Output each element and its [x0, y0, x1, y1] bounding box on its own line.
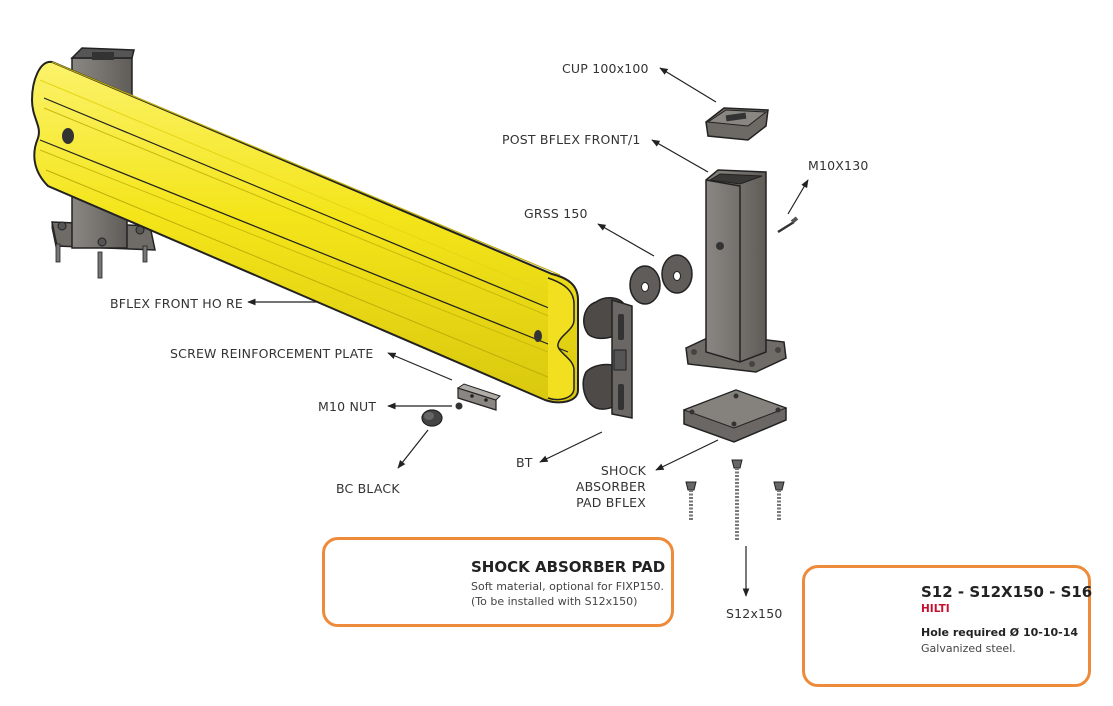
m10-nut	[455, 402, 463, 410]
m10x130-bolt	[777, 216, 799, 234]
callout-bolt-title: S12 - S12X150 - S16	[921, 583, 1093, 601]
callout-pad-title: SHOCK ABSORBER PAD	[471, 558, 666, 576]
cup-cap	[705, 107, 769, 141]
label-bflex: BFLEX FRONT HO RE	[110, 296, 244, 311]
leader-arrows	[247, 67, 809, 597]
label-post: POST BFLEX FRONT/1	[502, 132, 641, 147]
label-m10x130: M10X130	[808, 158, 869, 173]
bc-black-cap	[421, 409, 443, 427]
callout-pad-line-1: Soft material, optional for FIXP150.	[471, 580, 665, 593]
label-shock-absorber-pad: SHOCK ABSORBER PAD BFLEX	[560, 463, 646, 511]
callout-bolt-material: Galvanized steel.	[921, 642, 1016, 655]
callout-anchor-bolt: S12 - S12X150 - S16 HILTI Hole required …	[802, 565, 1093, 687]
callout-shock-absorber-pad: SHOCK ABSORBER PAD Soft material, option…	[322, 537, 674, 627]
grss-washers	[629, 254, 693, 305]
label-grss: GRSS 150	[524, 206, 588, 221]
callout-pad-line-2: (To be installed with S12x150)	[471, 595, 638, 608]
anchor-bolts	[685, 459, 785, 540]
callout-bolt-brand: HILTI	[921, 603, 950, 615]
label-shock-line-1: SHOCK	[600, 463, 646, 478]
right-post	[685, 169, 787, 373]
screw-reinforcement-plate	[456, 383, 501, 411]
label-bc-black: BC BLACK	[336, 481, 400, 496]
shock-absorber-pad	[682, 389, 788, 443]
label-cup: CUP 100x100	[562, 61, 649, 76]
left-post	[51, 47, 156, 279]
callout-bolt-hole: Hole required Ø 10-10-14	[921, 626, 1079, 639]
label-bt: BT	[516, 455, 533, 470]
label-s12x150: S12x150	[726, 606, 783, 621]
label-screw-plate: SCREW REINFORCEMENT PLATE	[170, 346, 374, 361]
label-shock-line-3: PAD BFLEX	[576, 495, 646, 510]
bt-bracket	[582, 297, 633, 419]
label-m10nut: M10 NUT	[318, 399, 377, 414]
label-shock-line-2: ABSORBER	[575, 479, 646, 494]
yellow-guard-rail	[30, 60, 579, 404]
